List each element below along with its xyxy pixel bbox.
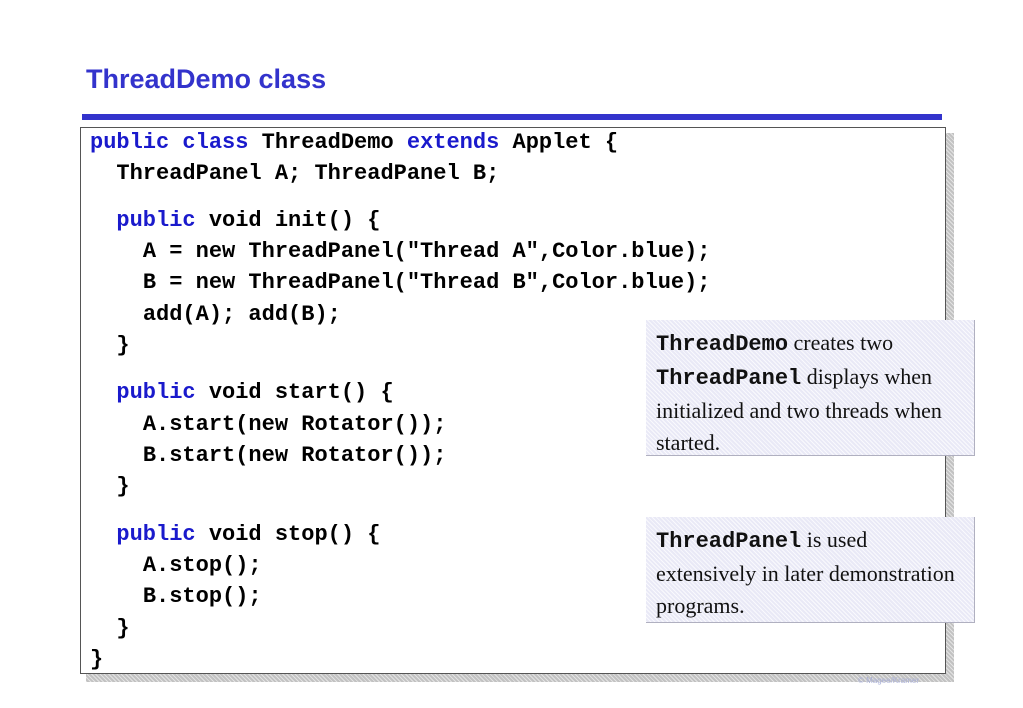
code-line: public class ThreadDemo extends Applet { bbox=[90, 129, 618, 157]
code-text: } bbox=[90, 647, 104, 672]
code-text: ThreadPanel A; ThreadPanel B; bbox=[116, 161, 500, 186]
code-indent bbox=[90, 333, 116, 358]
code-indent bbox=[90, 616, 116, 641]
code-line: public void start() { bbox=[90, 379, 394, 407]
code-text: B = new ThreadPanel("Thread B",Color.blu… bbox=[142, 270, 711, 295]
code-indent bbox=[90, 380, 116, 405]
code-line: } bbox=[90, 473, 130, 501]
code-indent bbox=[90, 270, 143, 295]
code-indent bbox=[90, 412, 143, 437]
code-text: void stop() { bbox=[195, 522, 381, 547]
code-line: A.start(new Rotator()); bbox=[90, 411, 447, 439]
code-text: ThreadDemo bbox=[248, 130, 407, 155]
note-term: ThreadDemo bbox=[656, 332, 789, 357]
code-text: void init() { bbox=[195, 208, 381, 233]
code-keyword: public class bbox=[90, 130, 249, 155]
code-keyword: public bbox=[116, 522, 196, 547]
note-threaddemo: ThreadDemo creates two ThreadPanel displ… bbox=[646, 320, 975, 456]
code-line: B.stop(); bbox=[90, 583, 262, 611]
code-line: B.start(new Rotator()); bbox=[90, 442, 447, 470]
code-line: public void init() { bbox=[90, 207, 380, 235]
code-text: add(A); add(B); bbox=[142, 302, 341, 327]
code-indent bbox=[90, 553, 143, 578]
code-text: B.stop(); bbox=[142, 584, 262, 609]
code-text: A = new ThreadPanel("Thread A",Color.blu… bbox=[142, 239, 711, 264]
code-text: } bbox=[116, 333, 130, 358]
note-term: ThreadPanel bbox=[656, 366, 802, 391]
slide-title: ThreadDemo class bbox=[86, 64, 327, 94]
code-line: A = new ThreadPanel("Thread A",Color.blu… bbox=[90, 238, 711, 266]
code-keyword: public bbox=[116, 208, 196, 233]
code-text: } bbox=[116, 616, 130, 641]
code-indent bbox=[90, 161, 116, 186]
code-indent bbox=[90, 208, 116, 233]
code-line: A.stop(); bbox=[90, 552, 262, 580]
title-underline bbox=[82, 114, 942, 120]
note-text: creates two bbox=[788, 330, 894, 355]
code-text: A.start(new Rotator()); bbox=[142, 412, 447, 437]
code-line: } bbox=[90, 332, 130, 360]
code-keyword: extends bbox=[406, 130, 500, 155]
code-indent bbox=[90, 443, 143, 468]
code-indent bbox=[90, 239, 143, 264]
code-line: add(A); add(B); bbox=[90, 301, 341, 329]
code-line: } bbox=[90, 646, 103, 674]
code-indent bbox=[90, 302, 143, 327]
code-line: ThreadPanel A; ThreadPanel B; bbox=[90, 160, 499, 188]
code-indent bbox=[90, 584, 143, 609]
code-text: B.start(new Rotator()); bbox=[142, 443, 447, 468]
code-indent bbox=[90, 474, 116, 499]
code-text: Applet { bbox=[499, 130, 619, 155]
code-indent bbox=[90, 522, 116, 547]
code-line: B = new ThreadPanel("Thread B",Color.blu… bbox=[90, 269, 711, 297]
note-text: is used extensively in later demonstrati… bbox=[656, 527, 955, 618]
note-text: displays when initialized and two thread… bbox=[656, 364, 942, 455]
note-threadpanel: ThreadPanel is used extensively in later… bbox=[646, 517, 975, 623]
code-text: void start() { bbox=[195, 380, 394, 405]
code-keyword: public bbox=[116, 380, 196, 405]
code-text: A.stop(); bbox=[142, 553, 262, 578]
code-line: } bbox=[90, 615, 130, 643]
code-text: } bbox=[116, 474, 130, 499]
footer-copyright: © Magee/Kramer bbox=[858, 676, 920, 685]
note-term: ThreadPanel bbox=[656, 529, 802, 554]
code-line: public void stop() { bbox=[90, 521, 380, 549]
